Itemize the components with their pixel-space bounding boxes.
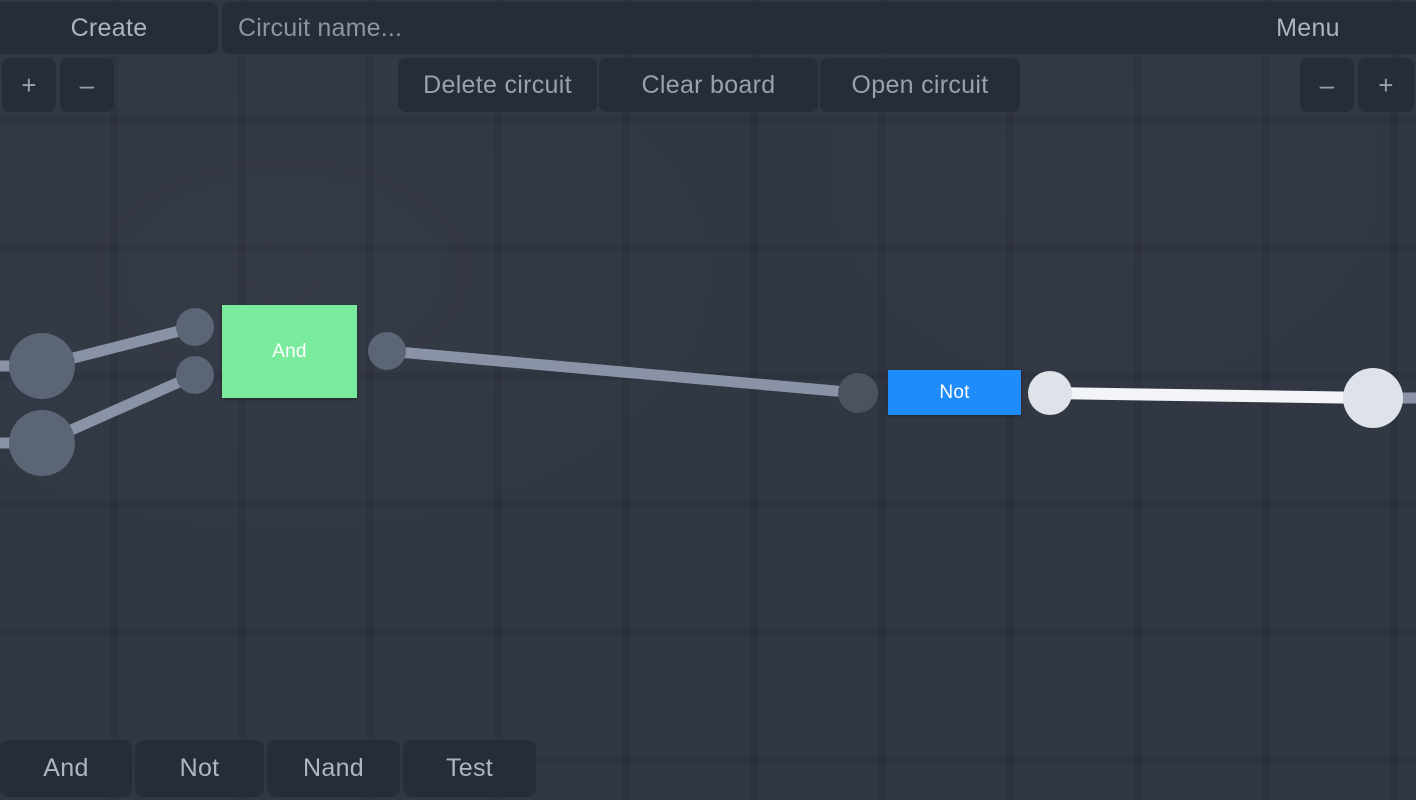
gate-and[interactable]: And [222,305,357,398]
input-node-b[interactable] [9,410,75,476]
and-input-2[interactable] [176,356,214,394]
and-output[interactable] [368,332,406,370]
wire-not-to-output[interactable] [1049,387,1374,404]
delete-circuit-button[interactable]: Delete circuit [398,58,597,112]
zoom-in-button-left[interactable]: + [2,58,56,112]
and-input-1[interactable] [176,308,214,346]
gate-not[interactable]: Not [888,370,1021,415]
circuit-name-placeholder: Circuit name... [238,13,403,42]
palette-item-not[interactable]: Not [135,740,264,797]
circuit-name-input[interactable]: Circuit name... [222,2,1214,54]
not-input[interactable] [838,373,878,413]
palette-item-and[interactable]: And [0,740,132,797]
gate-label: And [272,340,307,362]
open-circuit-button[interactable]: Open circuit [820,58,1020,112]
palette-item-test[interactable]: Test [403,740,536,797]
menu-button[interactable]: Menu [1200,2,1416,54]
clear-board-button[interactable]: Clear board [599,58,818,112]
not-output[interactable] [1028,371,1072,415]
palette-item-nand[interactable]: Nand [267,740,400,797]
gate-label: Not [939,381,970,403]
zoom-in-button-right[interactable]: + [1358,58,1414,112]
wire-and-to-not[interactable] [386,345,859,399]
zoom-out-button-right[interactable]: – [1300,58,1354,112]
output-node[interactable] [1343,368,1403,428]
create-button[interactable]: Create [0,2,218,54]
zoom-out-button-left[interactable]: – [60,58,114,112]
input-node-a[interactable] [9,333,75,399]
